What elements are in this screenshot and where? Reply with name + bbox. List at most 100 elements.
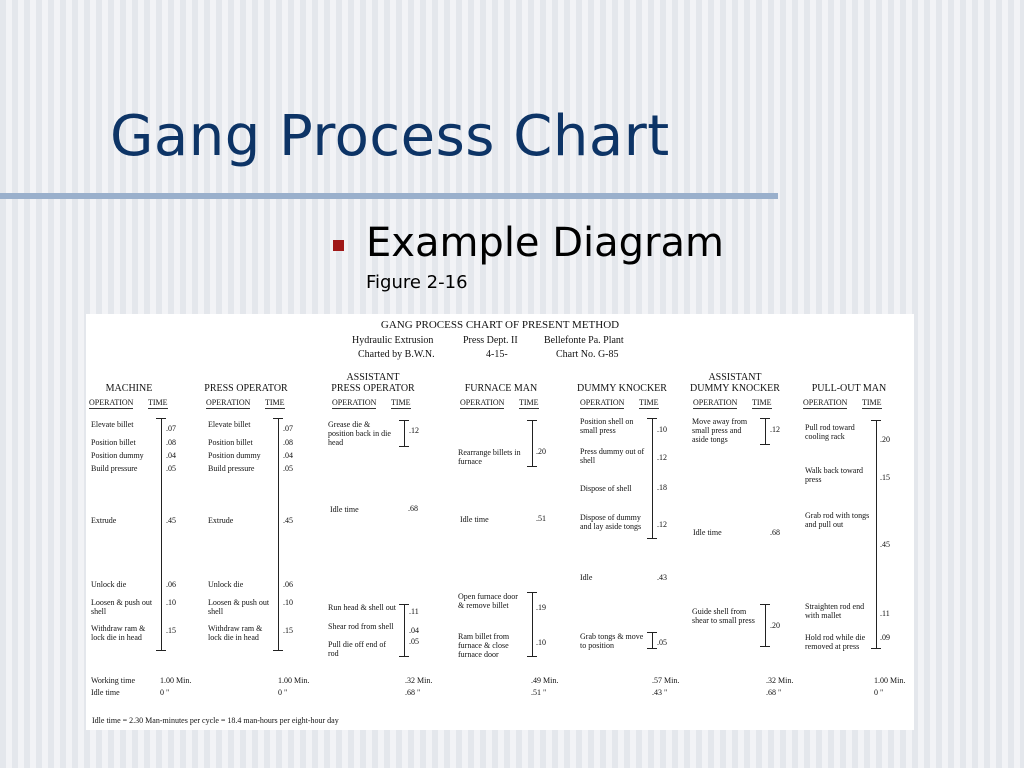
working-time-value: .32 Min. — [405, 676, 433, 685]
time-value: .10 — [536, 638, 546, 647]
column-head-line: ASSISTANT — [346, 372, 400, 383]
time-value: .68 — [408, 504, 418, 513]
operation-label: Unlock die — [208, 580, 244, 589]
operation-label: Position billet — [208, 438, 253, 447]
time-value: .09 — [880, 633, 890, 642]
operation-label: Withdraw ram & lock die in head — [208, 624, 263, 642]
bullet-text: Example Diagram — [366, 220, 724, 266]
column-head-pull-out-man: PULL-OUT MAN — [811, 383, 887, 394]
operation-label: Press dummy out of shell — [580, 447, 645, 465]
operation-label: Unlock die — [91, 580, 127, 589]
timeline-tick — [399, 656, 409, 657]
operation-label: Build pressure — [208, 464, 255, 473]
operation-label: Dispose of dummy and lay aside tongs — [580, 513, 642, 531]
operation-label: Grease die & position back in die head — [328, 420, 391, 447]
timeline-tick — [760, 604, 770, 605]
working-time-value: 1.00 Min. — [874, 676, 906, 685]
operation-header: OPERATION — [89, 398, 134, 409]
working-time-label: Working time — [91, 676, 136, 685]
timeline-furnace-man — [532, 592, 533, 656]
time-value: .12 — [409, 426, 419, 435]
operation-header: OPERATION — [803, 398, 848, 409]
time-header: TIME — [519, 398, 539, 409]
operation-label: Walk back toward press — [805, 466, 863, 484]
time-value: .19 — [536, 603, 546, 612]
column-head-assistant-dummy-knocker: ASSISTANT DUMMY KNOCKER — [670, 372, 800, 394]
operation-label: Elevate billet — [208, 420, 251, 429]
operation-label: Pull rod toward cooling rack — [805, 423, 855, 441]
working-time-value: .49 Min. — [531, 676, 559, 685]
operation-header: OPERATION — [460, 398, 505, 409]
operation-label: Move away from small press and aside ton… — [692, 417, 748, 444]
time-value: .15 — [283, 626, 293, 635]
operation-label: Position shell on small press — [580, 417, 634, 435]
working-time-value: .32 Min. — [766, 676, 794, 685]
timeline-tick — [399, 604, 409, 605]
time-value: .05 — [283, 464, 293, 473]
time-value: .08 — [283, 438, 293, 447]
time-value: .20 — [536, 447, 546, 456]
idle-time-value: 0 " — [874, 688, 884, 697]
time-value: .68 — [770, 528, 780, 537]
operation-label: Ram billet from furnace & close furnace … — [458, 632, 510, 659]
time-value: .20 — [880, 435, 890, 444]
idle-time-label: Idle time — [91, 688, 120, 697]
operation-header: OPERATION — [206, 398, 251, 409]
time-value: .04 — [409, 626, 419, 635]
time-value: .45 — [880, 540, 890, 549]
column-head-furnace-man: FURNACE MAN — [464, 383, 538, 394]
time-value: .05 — [166, 464, 176, 473]
operation-label: Idle — [580, 573, 593, 582]
operation-label: Dispose of shell — [580, 484, 632, 493]
operation-label: Rearrange billets in furnace — [458, 448, 521, 466]
operation-label: Guide shell from shear to small press — [692, 607, 755, 625]
time-value: .06 — [283, 580, 293, 589]
time-value: .20 — [770, 621, 780, 630]
header-charted-by: Charted by B.W.N. — [358, 349, 435, 360]
operation-label: Grab rod with tongs and pull out — [805, 511, 870, 529]
timeline-furnace-man — [532, 420, 533, 466]
time-value: .51 — [536, 514, 546, 523]
timeline-tick — [647, 538, 657, 539]
working-time-value: 1.00 Min. — [278, 676, 310, 685]
time-value: .45 — [283, 516, 293, 525]
operation-label: Idle time — [460, 515, 489, 524]
slide-title: Gang Process Chart — [110, 104, 670, 169]
time-value: .10 — [283, 598, 293, 607]
idle-time-value: .68 " — [405, 688, 421, 697]
idle-time-value: .51 " — [531, 688, 547, 697]
operation-label: Idle time — [693, 528, 722, 537]
time-value: .43 — [657, 573, 667, 582]
timeline-tick — [527, 656, 537, 657]
time-value: .11 — [880, 609, 890, 618]
operation-label: Position billet — [91, 438, 136, 447]
time-value: .18 — [657, 483, 667, 492]
timeline-tick — [399, 446, 409, 447]
figure-caption: Figure 2-16 — [366, 272, 468, 293]
operation-header: OPERATION — [580, 398, 625, 409]
timeline-tick — [156, 418, 166, 419]
operation-label: Shear rod from shell — [328, 622, 394, 631]
timeline-tick — [527, 592, 537, 593]
operation-label: Run head & shell out — [328, 603, 396, 612]
column-head-assistant-press-operator: ASSISTANT PRESS OPERATOR — [308, 372, 438, 394]
timeline-assistant-press-operator — [404, 420, 405, 446]
time-value: .05 — [657, 638, 667, 647]
gang-process-chart-figure: GANG PROCESS CHART OF PRESENT METHOD Hyd… — [86, 314, 914, 730]
timeline-tick — [760, 418, 770, 419]
operation-label: Withdraw ram & lock die in head — [91, 624, 146, 642]
timeline-tick — [527, 466, 537, 467]
operation-label: Extrude — [91, 516, 117, 525]
time-value: .04 — [166, 451, 176, 460]
title-divider — [0, 193, 778, 199]
timeline-tick — [647, 418, 657, 419]
timeline-machine — [161, 418, 162, 650]
timeline-tick — [527, 420, 537, 421]
operation-header: OPERATION — [332, 398, 377, 409]
timeline-dummy-knocker — [652, 418, 653, 538]
header-chart-no: Chart No. G-85 — [556, 349, 619, 360]
timeline-tick — [647, 632, 657, 633]
timeline-tick — [760, 444, 770, 445]
header-date: 4-15- — [486, 349, 508, 360]
column-head-press-operator: PRESS OPERATOR — [204, 383, 288, 394]
